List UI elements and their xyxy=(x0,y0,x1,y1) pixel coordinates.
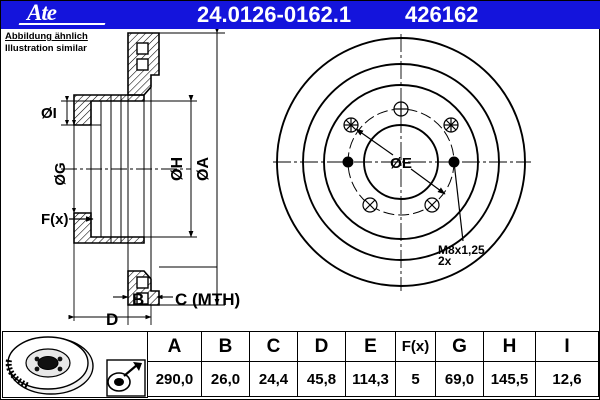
dimension-table: A B C D E F(x) G H I 290,0 26,0 24,4 45,… xyxy=(2,331,599,399)
friction-ring-top xyxy=(127,32,160,96)
bolt-hole xyxy=(393,101,409,117)
value-g: 69,0 xyxy=(435,361,483,397)
disc-measuring-tool-icon xyxy=(106,359,146,397)
dimension-c xyxy=(156,266,217,300)
label-fx: F(x) xyxy=(41,211,69,228)
disc-hat-outer-circle xyxy=(323,84,479,240)
col-header-h: H xyxy=(483,331,535,361)
col-header-i: I xyxy=(535,331,599,361)
label-dia-e: ØE xyxy=(390,155,412,172)
value-e: 114,3 xyxy=(345,361,395,397)
face-view: ØE M8x1,25 2x xyxy=(273,34,531,291)
ate-logo: Ate xyxy=(13,0,113,28)
note-line-en: Illustration similar xyxy=(5,42,87,54)
bolt-hole xyxy=(343,117,359,133)
disc-friction-inner-circle xyxy=(302,63,500,261)
ate-logo-text: Ate xyxy=(27,0,57,25)
reference-number: 426162 xyxy=(405,2,479,27)
hat-flange-bottom xyxy=(73,212,145,244)
dimension-dia-a xyxy=(159,29,225,306)
cross-section-view xyxy=(61,32,191,306)
col-header-e: E xyxy=(345,331,395,361)
col-header-g: G xyxy=(435,331,483,361)
label-dia-i: ØI xyxy=(41,105,57,122)
value-h: 145,5 xyxy=(483,361,535,397)
label-c-mth: C (MTH) xyxy=(175,290,240,309)
table-value-row: 290,0 26,0 24,4 45,8 114,3 5 69,0 145,5 … xyxy=(147,361,599,397)
dimension-d xyxy=(68,243,152,321)
drawing-canvas: ØI ØG ØH ØA F(x) B xyxy=(41,29,531,329)
technical-drawing: ØI ØG ØH ØA F(x) B xyxy=(1,29,600,331)
header-bar: Ate 24.0126-0162.1 426162 xyxy=(1,0,600,29)
friction-ring-bottom xyxy=(127,270,160,306)
label-d: D xyxy=(106,310,118,329)
thread-hole xyxy=(342,156,354,168)
label-dia-g: ØG xyxy=(52,162,69,185)
value-i: 12,6 xyxy=(535,361,599,397)
brake-disc-photo xyxy=(5,336,146,397)
note-line-de: Abbildung ähnlich xyxy=(5,31,88,42)
label-b: B xyxy=(132,290,144,309)
col-header-a: A xyxy=(147,331,201,361)
value-c: 24,4 xyxy=(249,361,297,397)
table-header-row: A B C D E F(x) G H I xyxy=(147,331,599,361)
product-photo-cell xyxy=(2,331,148,398)
bolt-hole xyxy=(424,197,440,213)
value-fx: 5 xyxy=(395,361,435,397)
col-header-c: C xyxy=(249,331,297,361)
section-construction-lines xyxy=(90,87,152,279)
disc-hub-bore-circle xyxy=(363,124,439,200)
part-number: 24.0126-0162.1 xyxy=(197,2,352,27)
disc-outer-circle xyxy=(276,37,526,287)
dimension-table-columns: A B C D E F(x) G H I 290,0 26,0 24,4 45,… xyxy=(147,331,599,397)
bolt-hole xyxy=(362,197,378,213)
label-dia-h: ØH xyxy=(169,157,186,181)
dimension-dia-i xyxy=(61,96,101,126)
illustration-note: Abbildung ähnlich Illustration similar xyxy=(5,31,88,54)
dimension-dia-h xyxy=(144,95,197,238)
label-dia-a: ØA xyxy=(195,157,212,181)
dimension-dia-e xyxy=(355,128,446,195)
bolt-hole xyxy=(443,117,459,133)
thread-callout-line2: 2x xyxy=(438,254,452,268)
thread-callout-leader xyxy=(453,161,464,242)
value-b: 26,0 xyxy=(201,361,249,397)
col-header-fx: F(x) xyxy=(395,331,435,361)
hat-flange-top xyxy=(73,94,145,126)
value-d: 45,8 xyxy=(297,361,345,397)
col-header-b: B xyxy=(201,331,249,361)
ate-logo-underline xyxy=(18,23,106,25)
value-a: 290,0 xyxy=(147,361,201,397)
col-header-d: D xyxy=(297,331,345,361)
thread-callout-line1: M8x1,25 xyxy=(438,243,485,257)
disc-illustration xyxy=(5,336,94,395)
